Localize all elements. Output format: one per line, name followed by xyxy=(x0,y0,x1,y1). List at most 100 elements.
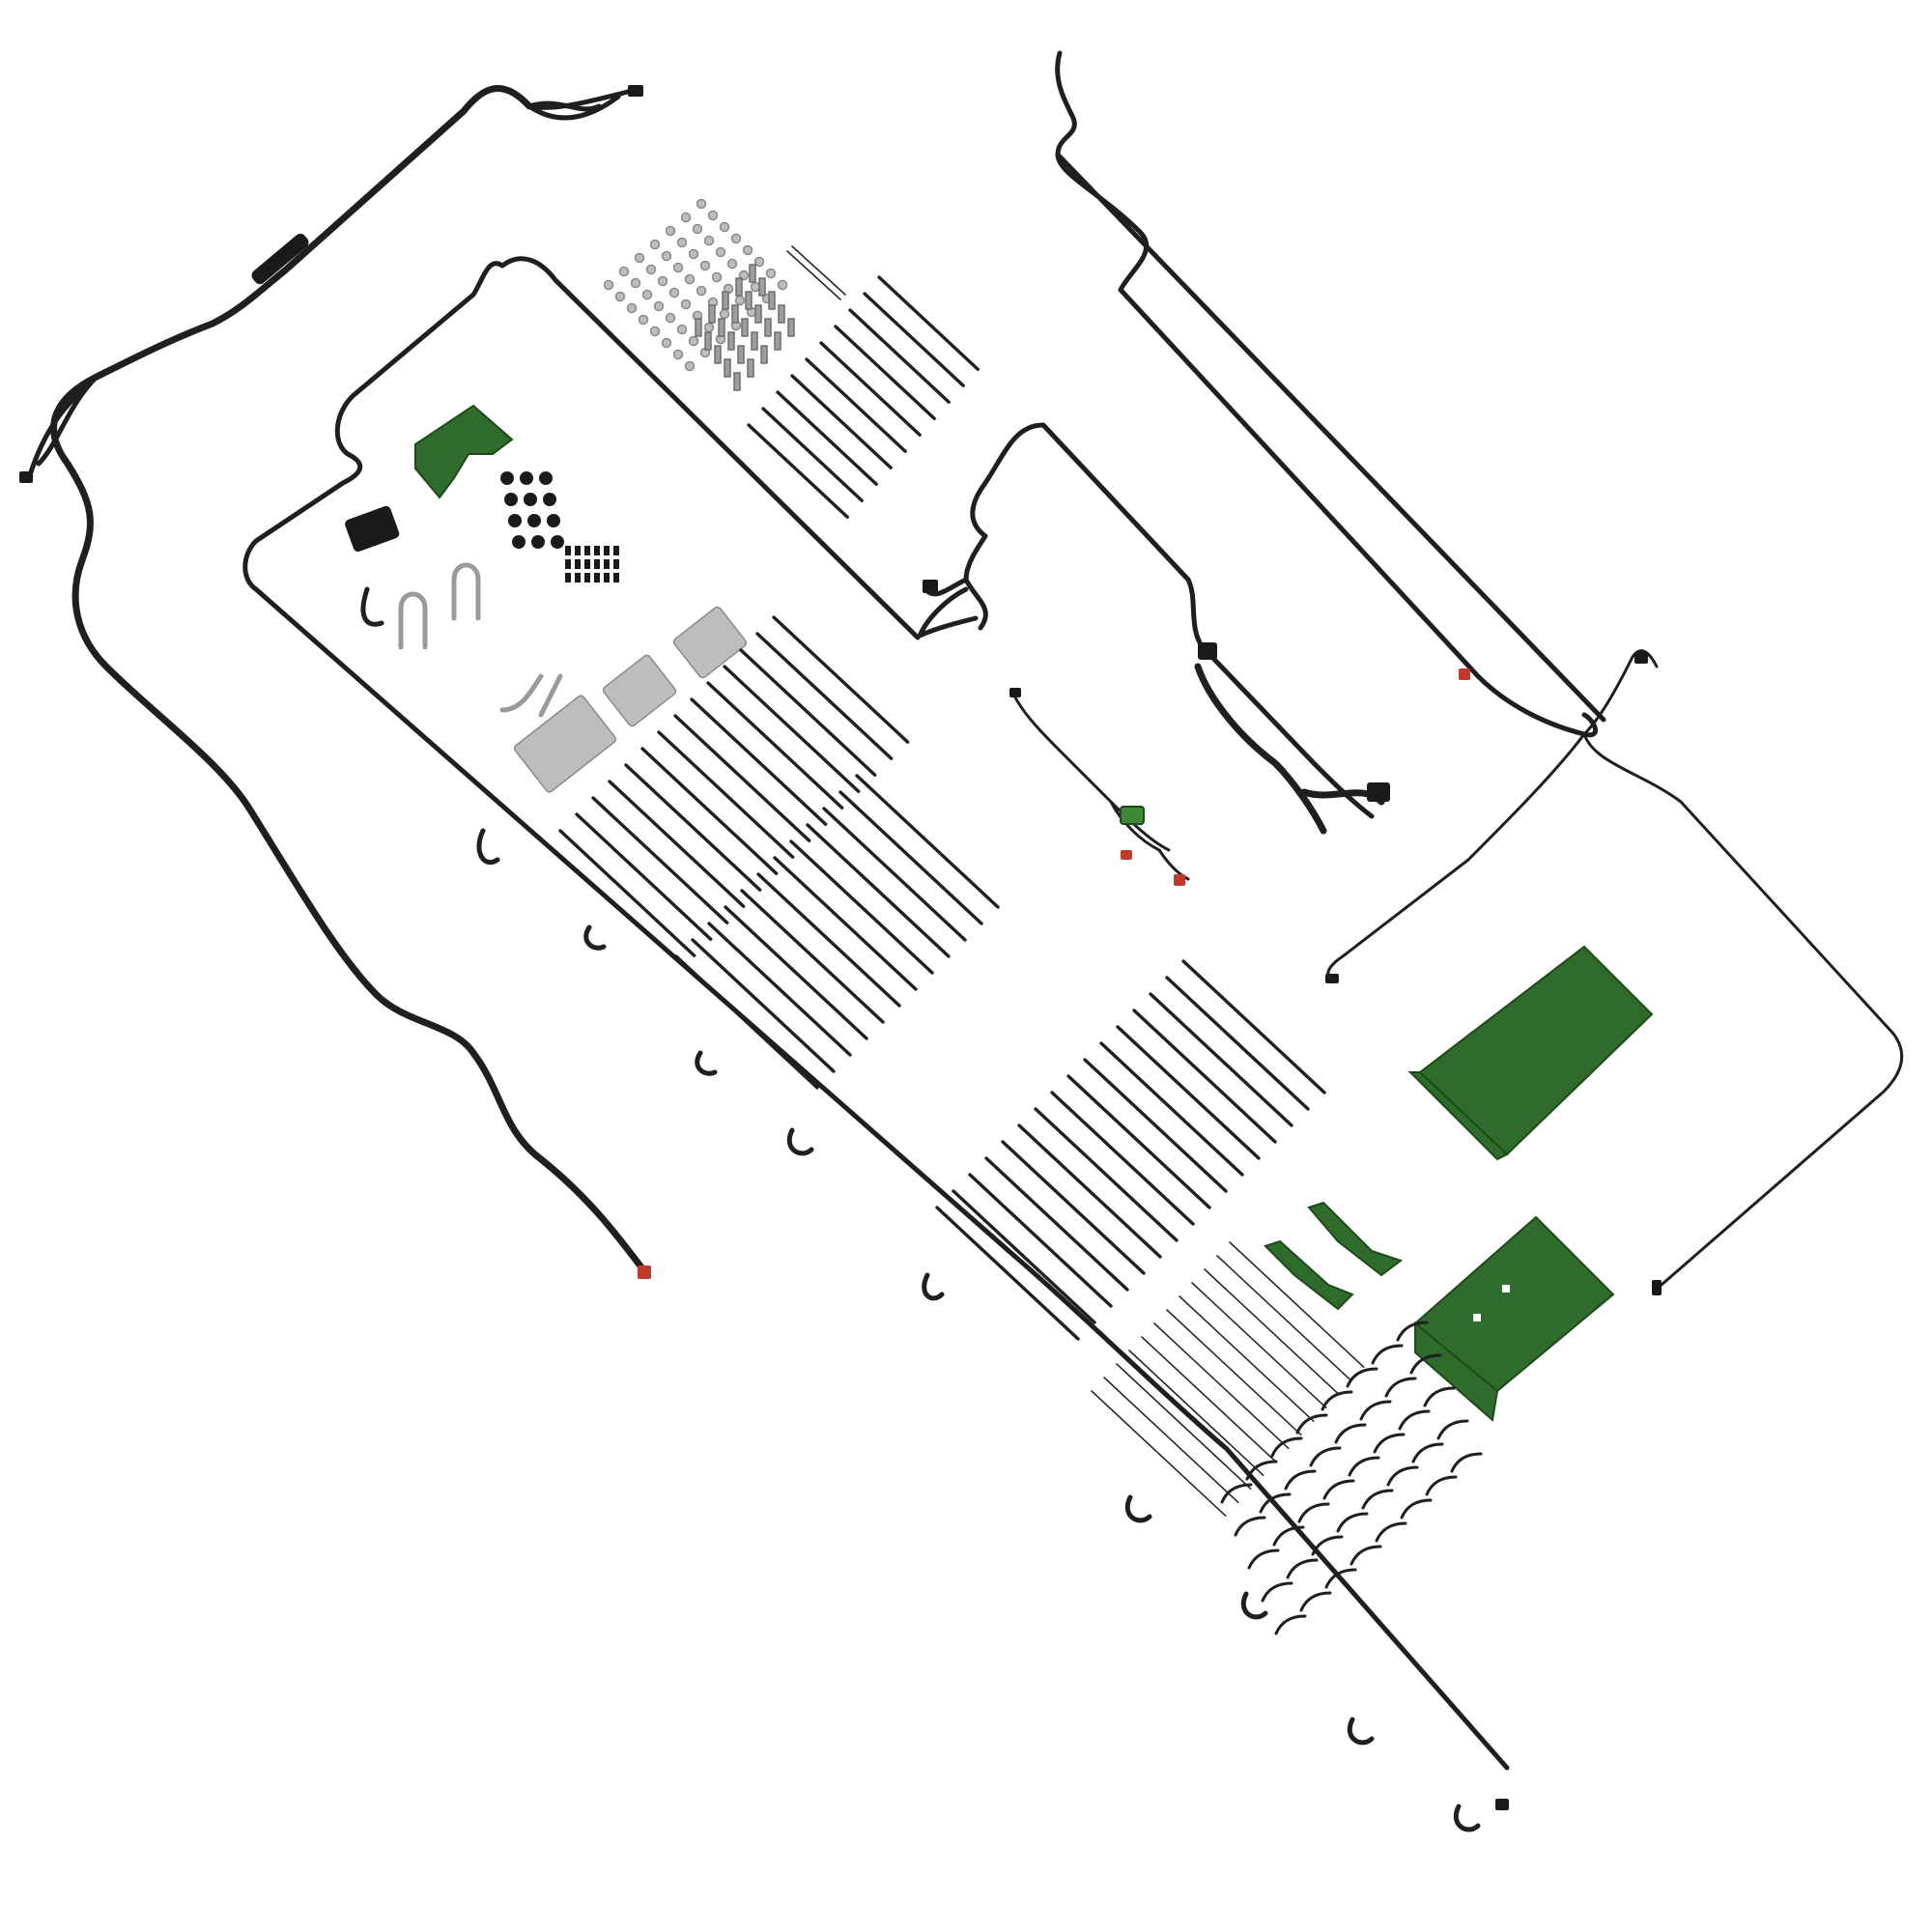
wire-clip xyxy=(1398,1409,1431,1431)
connector xyxy=(1367,782,1390,802)
washer xyxy=(711,271,723,283)
cable-tie xyxy=(838,790,983,925)
bolt xyxy=(758,277,766,297)
green-bracket-top xyxy=(414,404,514,499)
wire-clip xyxy=(1373,1433,1406,1454)
washer xyxy=(696,198,707,210)
cable-tie xyxy=(1204,1268,1340,1395)
connector xyxy=(1459,668,1470,680)
washer xyxy=(661,250,672,262)
cable-tie xyxy=(1099,1041,1244,1177)
washer xyxy=(742,244,753,256)
nut xyxy=(524,493,537,506)
washer xyxy=(665,225,676,237)
washer xyxy=(699,260,711,271)
cable-tie xyxy=(863,292,965,387)
nut xyxy=(512,535,526,549)
wire-clip xyxy=(1322,1479,1355,1500)
bolt xyxy=(724,358,731,378)
washer xyxy=(603,279,614,291)
wire-clip xyxy=(1348,1456,1380,1477)
wire-clip xyxy=(1234,1516,1266,1537)
wire-clip xyxy=(1321,1390,1353,1411)
cable-tie xyxy=(952,1189,1096,1324)
wire-clip xyxy=(1409,1353,1442,1375)
wire-clip xyxy=(1336,1512,1369,1533)
nut xyxy=(508,514,522,527)
wire-clip xyxy=(1375,1521,1407,1543)
cable-tie xyxy=(673,714,811,842)
cable-tie xyxy=(773,856,918,991)
wire-clip xyxy=(1350,1545,1382,1566)
screw xyxy=(584,559,590,569)
screw xyxy=(575,546,581,555)
bolt xyxy=(714,345,722,364)
cable-tie xyxy=(848,308,951,404)
cable-tie xyxy=(935,1206,1080,1341)
bolt xyxy=(787,318,795,337)
cable-tie xyxy=(1083,1058,1228,1193)
cable-tie xyxy=(1166,1309,1302,1435)
cable-tie xyxy=(624,763,762,892)
cable-tie xyxy=(984,1156,1129,1292)
long-harness xyxy=(242,256,1510,1833)
washer xyxy=(750,281,761,293)
nut xyxy=(527,514,541,527)
washer xyxy=(649,326,661,337)
wire-clip xyxy=(1436,1419,1469,1440)
cable-tie xyxy=(786,250,841,300)
cable-tie xyxy=(1017,1123,1162,1259)
wire-clip xyxy=(1359,1400,1392,1421)
cable-tie xyxy=(640,747,779,875)
cable-tie xyxy=(834,325,936,420)
connector xyxy=(1325,974,1339,983)
washer xyxy=(657,275,668,287)
screw xyxy=(565,573,571,582)
wire-clip xyxy=(1396,1321,1429,1342)
cable-tie xyxy=(1141,1336,1277,1463)
wire-clip xyxy=(1311,1535,1344,1556)
washer xyxy=(765,268,777,279)
washer xyxy=(726,258,738,270)
screw xyxy=(613,546,619,555)
cable-tie xyxy=(790,374,893,469)
green-shield-plate xyxy=(1407,945,1654,1161)
wire-clip xyxy=(1247,1548,1280,1570)
wire-clip xyxy=(1245,1460,1278,1481)
cable-tie xyxy=(1116,1025,1261,1160)
connector xyxy=(1174,874,1185,886)
wire-clip xyxy=(1400,1498,1433,1520)
washer xyxy=(672,349,684,360)
cable-tie xyxy=(724,905,868,1040)
nut xyxy=(531,535,545,549)
screw xyxy=(594,559,600,569)
wire-clip xyxy=(1411,1442,1444,1463)
screw xyxy=(584,573,590,582)
wire-clip xyxy=(1450,1452,1483,1473)
cable-tie xyxy=(877,275,980,371)
cable-tie xyxy=(822,807,967,942)
washer xyxy=(703,235,715,246)
connector xyxy=(1198,642,1217,660)
bolt xyxy=(745,291,753,310)
cable-tie xyxy=(791,245,846,296)
cable-tie xyxy=(1034,1107,1179,1242)
bolt xyxy=(727,331,735,351)
bolt xyxy=(751,331,758,351)
cable-tie xyxy=(776,390,878,486)
cable-tie xyxy=(1149,992,1293,1127)
washer xyxy=(641,289,653,300)
cable-tie xyxy=(691,938,836,1073)
screw xyxy=(565,546,571,555)
cable-tie xyxy=(855,774,1000,909)
connector xyxy=(1009,688,1021,697)
cable-tie xyxy=(740,889,885,1024)
wire-clip xyxy=(1346,1367,1378,1388)
screw xyxy=(604,546,610,555)
connector xyxy=(1120,806,1145,825)
nut xyxy=(504,493,518,506)
washer xyxy=(630,277,641,289)
cable-tie xyxy=(1001,1140,1146,1275)
bolt xyxy=(768,291,776,310)
bolt xyxy=(778,304,785,324)
